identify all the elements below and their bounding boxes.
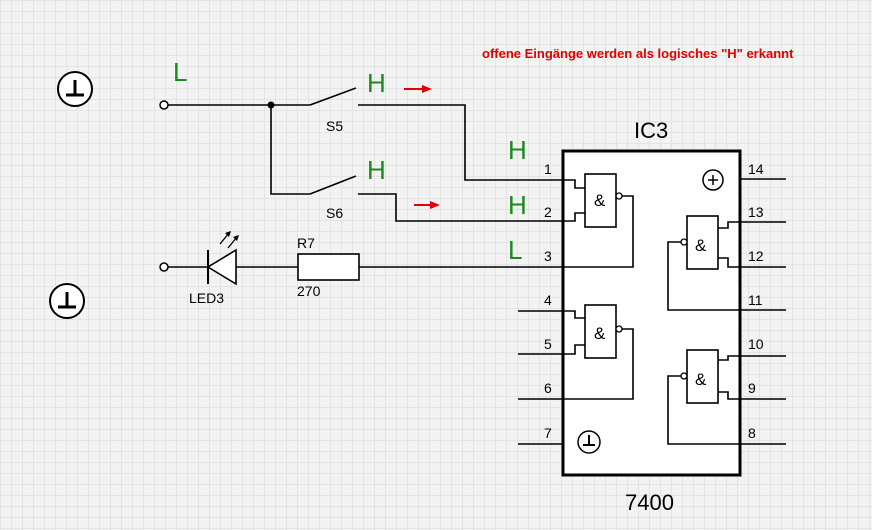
pin-number: 5	[544, 336, 552, 352]
pin-number: 11	[748, 292, 763, 308]
pin-stubs-left	[518, 310, 563, 445]
pin-number: 1	[544, 161, 552, 177]
switch-s6-blade	[309, 175, 357, 195]
pin-number: 12	[748, 248, 764, 264]
switch-s5-blade	[309, 87, 357, 106]
nand-gate-4	[667, 349, 740, 445]
pin-number: 8	[748, 425, 756, 441]
vcc-plus-icon	[702, 169, 724, 191]
pin-number: 10	[748, 336, 764, 352]
label-ic: IC3	[634, 118, 668, 143]
pin-number: 7	[544, 425, 552, 441]
branch-wire	[270, 105, 310, 195]
input-terminal	[159, 100, 169, 110]
label-resistor: R7	[297, 235, 315, 251]
nand-gate-3	[667, 215, 740, 311]
level-s5: H	[367, 68, 386, 98]
level-s6: H	[367, 155, 386, 185]
pin-number: 14	[748, 161, 764, 177]
pin-number: 2	[544, 204, 552, 220]
arrow-icon-s5	[404, 85, 432, 93]
arrow-icon-s6	[414, 201, 440, 209]
nand-gate-2	[563, 304, 634, 400]
level-pin1: H	[508, 135, 527, 165]
pin-number: 3	[544, 248, 552, 264]
pin-number: 4	[544, 292, 552, 308]
nand-gate-1	[563, 173, 634, 268]
pin-stubs-right	[740, 178, 786, 445]
label-ic-part: 7400	[625, 490, 674, 515]
level-pin2: H	[508, 190, 527, 220]
label-resistor-value: 270	[297, 283, 321, 299]
gate-symbol: &	[594, 191, 606, 210]
note-open-inputs: offene Eingänge werden als logisches "H"…	[482, 46, 794, 61]
led-diode-icon	[206, 231, 239, 286]
label-led: LED3	[189, 290, 224, 306]
gate-symbol: &	[695, 370, 707, 389]
level-pin3: L	[508, 235, 522, 265]
label-s5: S5	[326, 118, 343, 134]
s5-output-wire	[358, 104, 563, 181]
pin-number: 6	[544, 380, 552, 396]
led-terminal	[159, 262, 169, 272]
gate-symbol: &	[695, 236, 707, 255]
pin-number: 13	[748, 204, 764, 220]
level-input-low: L	[173, 57, 187, 87]
label-s6: S6	[326, 205, 343, 221]
s6-output-wire	[358, 193, 563, 222]
resistor-r7	[297, 253, 360, 281]
ground-icon-bottom	[48, 282, 86, 320]
ic-ground-icon	[577, 430, 601, 454]
pin-number: 9	[748, 380, 756, 396]
ground-icon-top	[56, 70, 94, 108]
gate-symbol: &	[594, 324, 606, 343]
